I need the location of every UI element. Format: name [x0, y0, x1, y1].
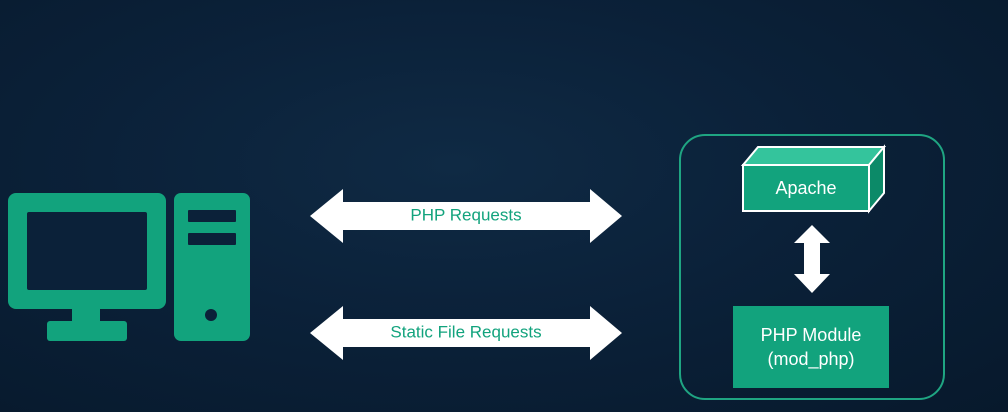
- monitor-stand: [72, 308, 100, 322]
- apache-block: Apache: [740, 144, 887, 214]
- monitor-screen: [27, 212, 147, 290]
- power-button-dot: [205, 309, 217, 321]
- apache-label: Apache: [775, 178, 836, 198]
- server-container: [679, 134, 945, 400]
- php-requests-arrow: PHP Requests: [310, 189, 622, 243]
- mod-php-label: (mod_php): [767, 349, 855, 369]
- php-module-box: PHP Module (mod_php): [733, 306, 889, 388]
- drive-bay: [188, 233, 236, 245]
- double-arrow-icon: [310, 189, 622, 243]
- double-arrow-icon: [310, 306, 622, 360]
- apache-block-top: [740, 146, 887, 166]
- php-requests-label: PHP Requests: [410, 205, 521, 224]
- drive-bay: [188, 210, 236, 222]
- apache-block-front: [742, 164, 870, 212]
- static-requests-arrow: Static File Requests: [310, 306, 622, 360]
- monitor-base: [47, 321, 127, 341]
- static-requests-label: Static File Requests: [390, 322, 541, 341]
- vertical-double-arrow-icon: [794, 225, 830, 293]
- php-module-label: PHP Module: [760, 325, 862, 345]
